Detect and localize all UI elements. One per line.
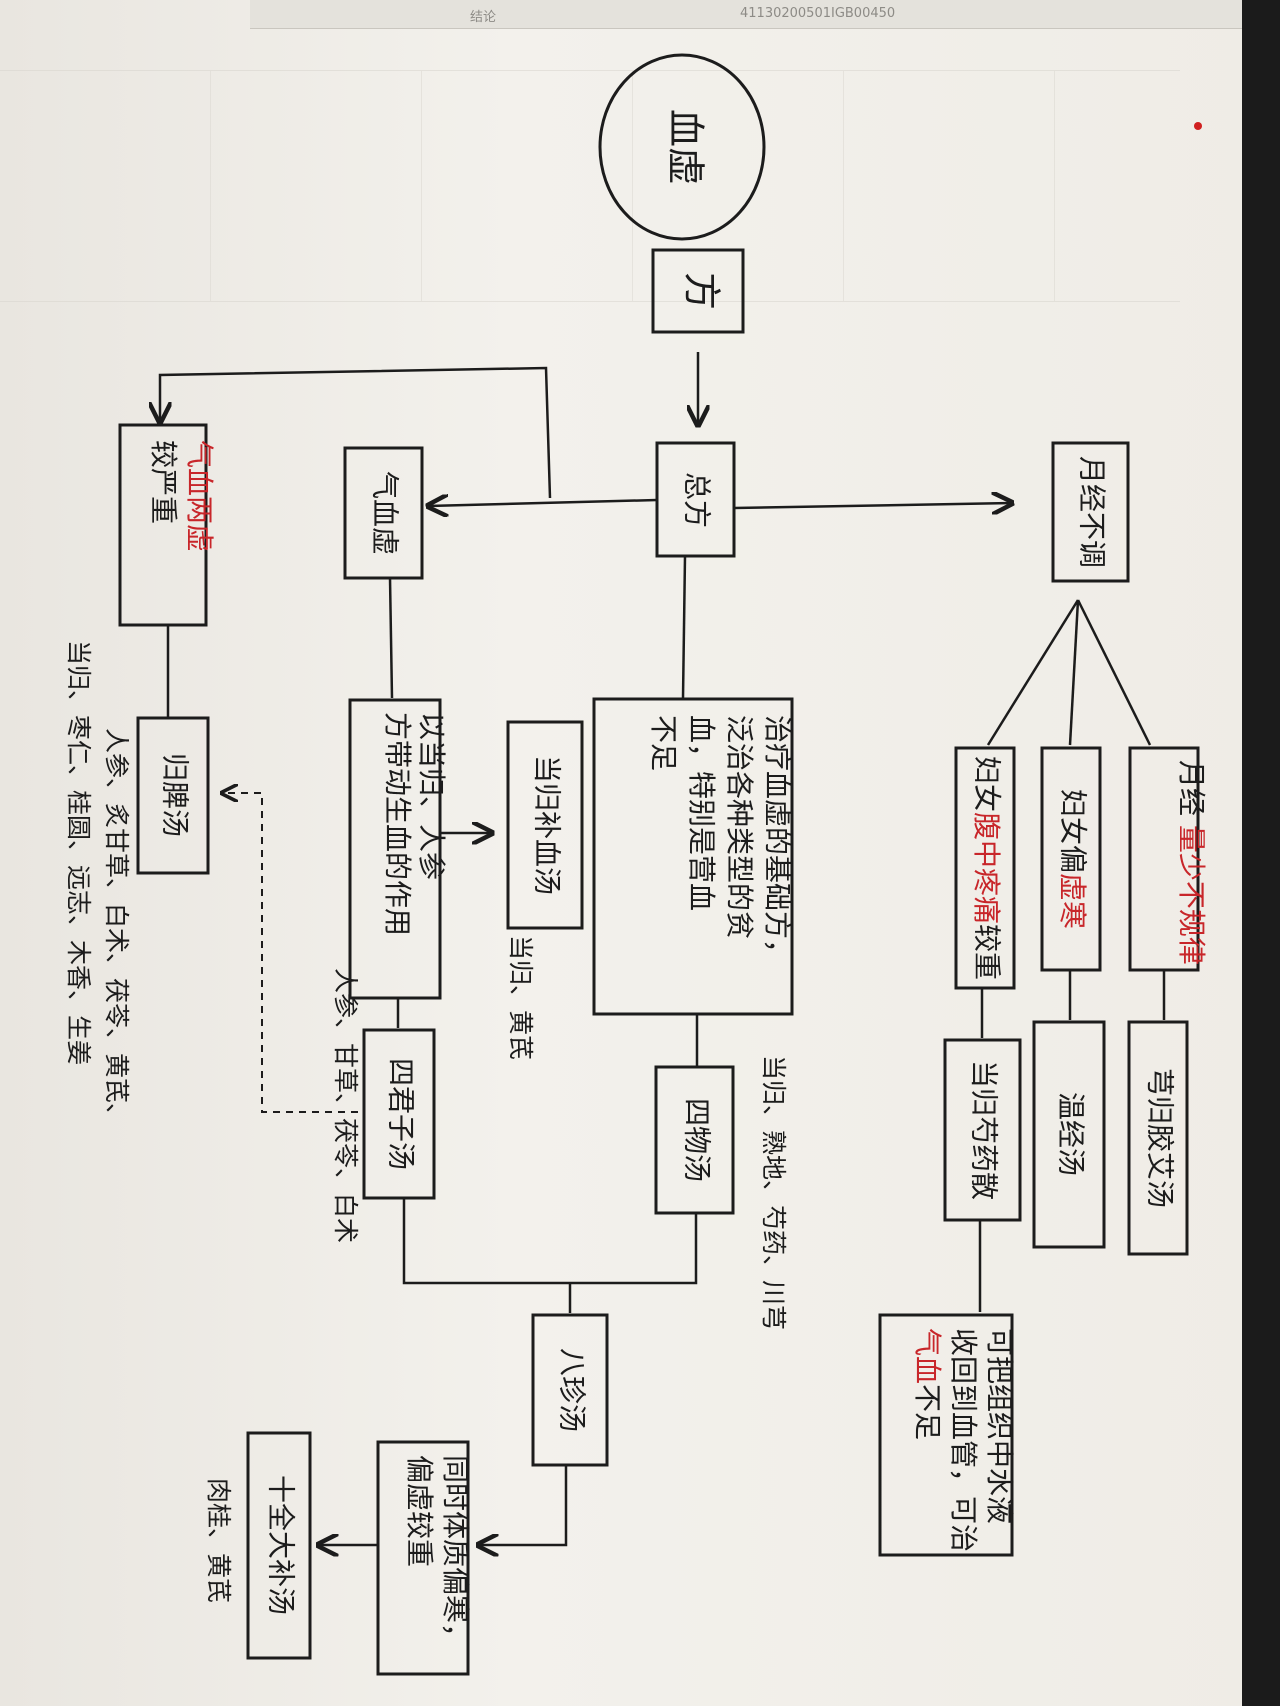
yuejing-label: 月经不调 (1076, 456, 1109, 568)
shiquan-box (246, 1431, 312, 1660)
sijunzi-label: 四君子汤 (385, 1058, 418, 1170)
shiquan-label: 十全大补汤 (265, 1475, 298, 1615)
tongshi-box (376, 1440, 470, 1676)
bazhen-box (531, 1313, 609, 1467)
line-to-zong-desc (681, 555, 687, 699)
fang-label: 方 (680, 272, 724, 310)
guipi-herbs-1: 人参、炙甘草、白术、茯苓、黄芪、 (102, 728, 131, 1128)
effect-text: 以当归、人参 方带动生血的作用 (381, 712, 448, 936)
danggui-bu-box (506, 720, 584, 930)
wenjing-box (1032, 1020, 1106, 1249)
danggui-bu-label: 当归补血汤 (531, 755, 564, 895)
root-label: 血虚 (664, 109, 708, 185)
sijunzi-box (362, 1028, 436, 1200)
branch-yuejing-sub (1076, 599, 1152, 746)
yuejing-box (1051, 441, 1130, 583)
zong-box (655, 441, 736, 558)
siwu-label: 四物汤 (681, 1098, 714, 1182)
zong-desc-text: 治疗血虚的基础方， 泛治各种类型的贫 血，特别是营血 不足 (647, 715, 794, 976)
printed-chars: 结论 (470, 10, 497, 25)
xiongjiao-box (1127, 1020, 1189, 1256)
printed-header-strip: 41130200501IGB00450 结论 (250, 0, 1250, 29)
merge-line (402, 1198, 698, 1285)
pianhan-label: 妇女偏虚寒 (1057, 789, 1090, 929)
shaoyao-box (943, 1038, 1022, 1222)
zong-label: 总方 (681, 472, 714, 528)
liangxu-text: 气血两虚 较严重 (147, 440, 216, 561)
arrow-to-tongshi (478, 1465, 568, 1545)
yuejing-sub-text: 月经 量少不规律 (1175, 760, 1208, 965)
arrow-to-liangxu (160, 366, 552, 499)
wenjing-label: 温经汤 (1055, 1092, 1088, 1176)
bleed-through-table (0, 70, 1180, 302)
shiquan-herbs: 肉桂、黄芪 (204, 1478, 233, 1603)
arrow-to-qixue (428, 500, 658, 506)
page-edge-shadow (1242, 0, 1280, 1706)
shaoyao-label: 当归芍药散 (968, 1060, 1001, 1200)
shaoyao-desc-box (878, 1313, 1014, 1557)
liangxu-box (118, 423, 208, 627)
red-dot-mark (1194, 122, 1202, 130)
arrow-to-yuejing (733, 503, 1012, 508)
qixue-label: 气血虚 (369, 471, 402, 555)
siwu-herbs: 当归、熟地、芍药、川芎 (759, 1055, 788, 1330)
guipi-herbs-2: 当归、枣仁、桂圆、远志、木香、生姜 (64, 640, 93, 1065)
branch-pianhan (1068, 599, 1080, 746)
branch-fuzhong (986, 599, 1080, 746)
guipi-label: 归脾汤 (159, 753, 192, 837)
fuzhong-label: 妇女腹中疼痛较重 (971, 756, 1004, 980)
qixue-box (343, 446, 424, 580)
sijunzi-herbs: 人参、甘草、茯苓、白术 (331, 968, 360, 1243)
siwu-box (654, 1065, 735, 1215)
printed-code: 41130200501IGB00450 (740, 6, 896, 21)
shaoyao-desc-text: 可把组织中水液 收回到血管，可治 气血不足 (911, 1328, 1016, 1561)
fuzhong-box (954, 746, 1016, 990)
bazhen-label: 八珍汤 (556, 1348, 589, 1432)
dashed-link-sijunzi-guipi (222, 793, 358, 1113)
root-circle (598, 53, 766, 241)
line-to-effect (388, 577, 394, 699)
xiongjiao-label: 芎归胶艾汤 (1144, 1068, 1177, 1208)
guipi-box (136, 716, 210, 875)
danggui-bu-herbs: 当归、黄芪 (506, 935, 535, 1060)
tongshi-text: 同时体质偏寒， 偏虚较重 (403, 1455, 472, 1660)
zong-desc-box (592, 697, 794, 1016)
fang-box (651, 248, 745, 334)
effect-box (348, 698, 442, 1000)
